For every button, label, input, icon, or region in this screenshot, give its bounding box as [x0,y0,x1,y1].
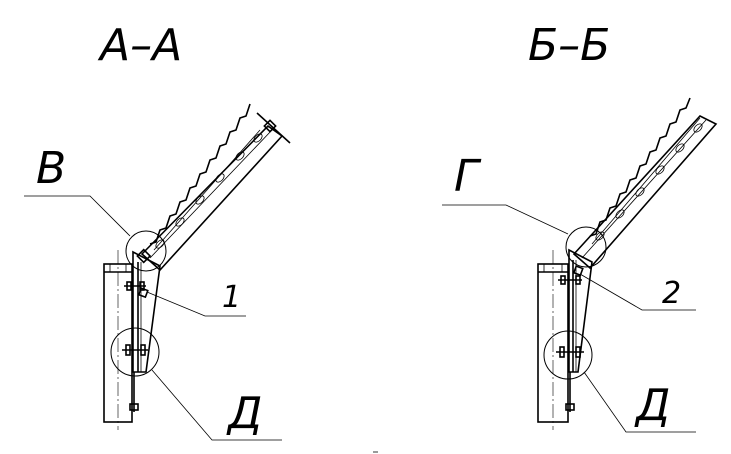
callout-label-upper-b: Г [454,151,482,202]
section-title-a: А–А [97,20,182,71]
bracket-a [132,250,161,373]
section-title-b: Б–Б [528,20,610,71]
inclined-arm-b [572,115,718,277]
callout-label-lower-b: Д [634,380,670,431]
bolt-upper-b [558,275,582,285]
bolt-lower-b [556,346,584,358]
section-view-b: Б–Б [442,20,718,433]
inclined-arm-a [136,112,291,299]
post-b [537,250,569,430]
detail-circle-upper-a [125,230,167,272]
post-a [103,250,133,430]
callout-label-lower-a: Д [226,388,262,439]
leaders-a [24,195,282,441]
bolt-lower-a [122,344,148,356]
section-view-a: А–А [24,20,291,441]
panel-array-a [149,103,263,251]
bolt-upper-a [124,281,146,291]
position-number-a: 1 [222,280,241,315]
bolt-bottom-a [129,372,139,412]
position-number-b: 2 [662,276,681,311]
callout-label-upper-a: В [36,143,66,194]
panel-array-b [589,97,703,245]
detail-circle-upper-b [565,226,607,268]
leaders-b [442,204,696,433]
detail-circle-lower-b [543,330,593,380]
detail-circle-lower-a [110,327,160,377]
